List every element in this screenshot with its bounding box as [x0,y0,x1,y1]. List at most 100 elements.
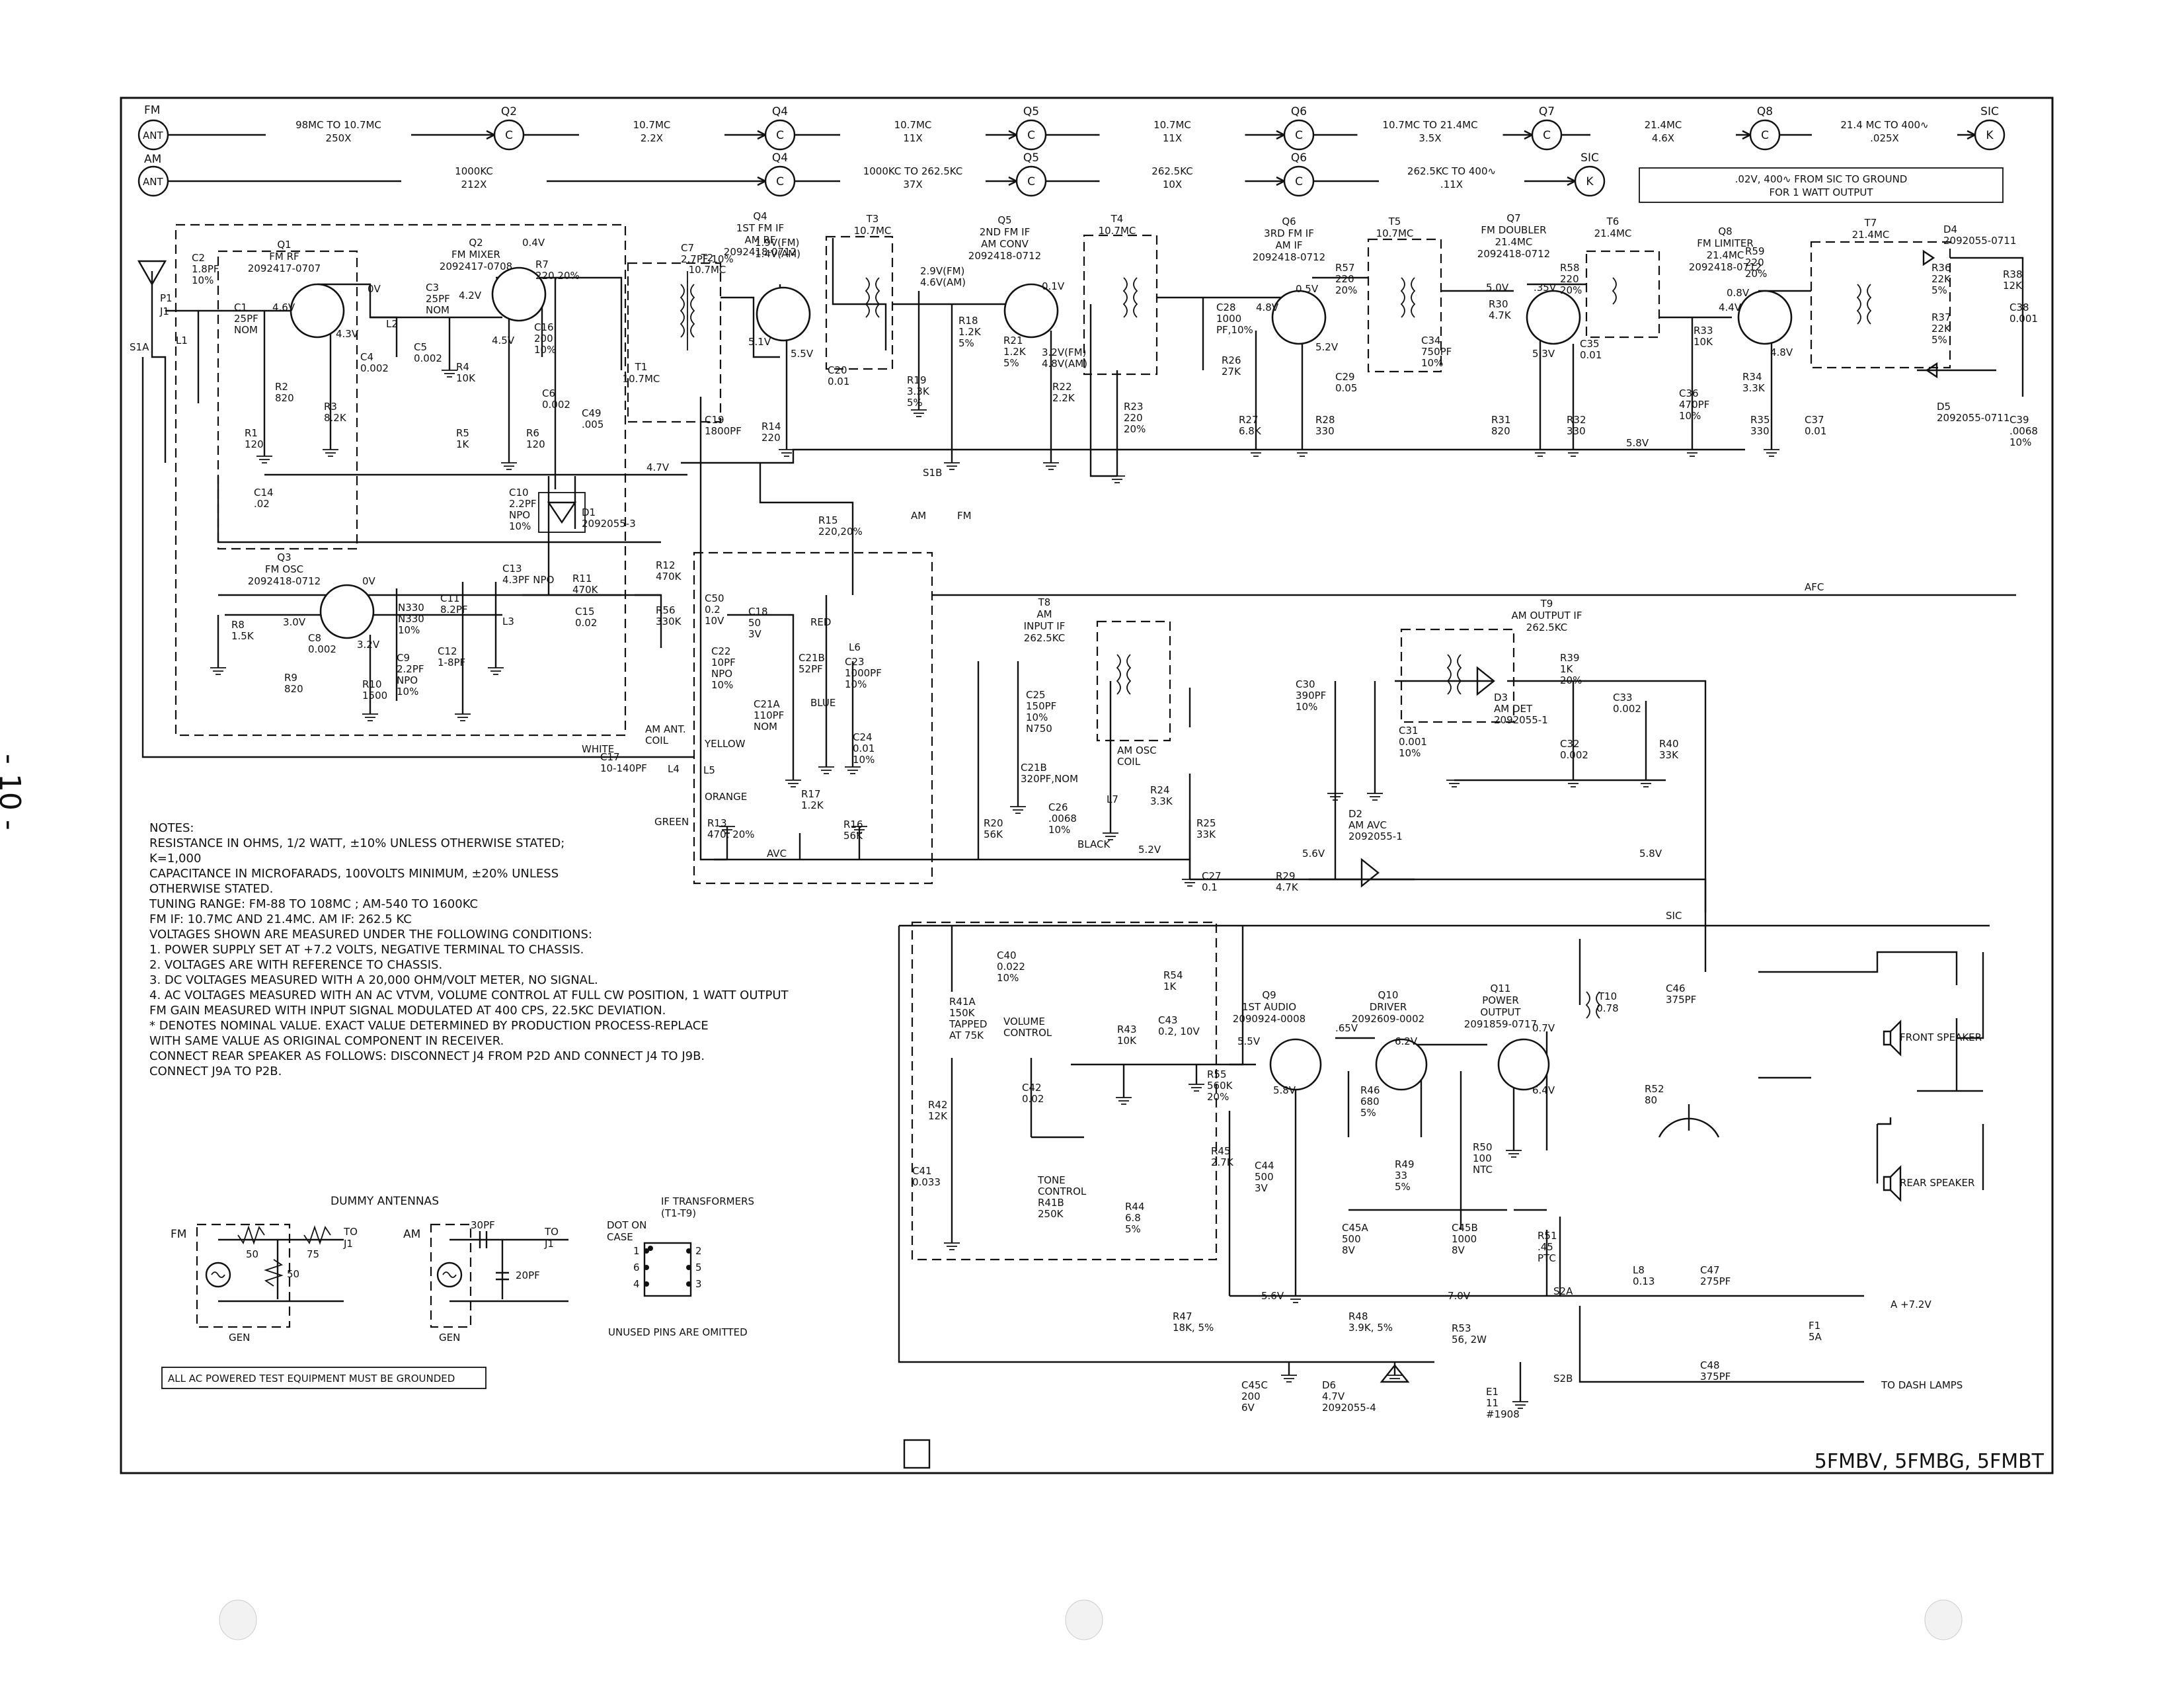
t5-can [1367,238,1442,373]
if-pin-right: 2 [695,1245,702,1257]
stage-name: Q6 [1291,151,1307,165]
if-pin-left: 6 [633,1262,640,1273]
ground-icon [323,449,338,457]
audio-rear: REAR SPEAKER [1900,1177,1974,1189]
voltage-q11-c: 0.7V [1532,1022,1555,1034]
transistor-symbols [290,266,1793,1091]
stage-node-letter: C [1027,129,1035,142]
stage-name: Q8 [1757,105,1773,118]
q7-symbol [1526,290,1581,345]
stage-name: SIC [1580,151,1599,165]
note-line: K=1,000 [149,852,201,865]
ground-icon [501,462,517,470]
page-number: - 10 - [0,754,26,830]
note-line: VOLTAGES SHOWN ARE MEASURED UNDER THE FO… [149,928,592,942]
dummy-antennas: DUMMY ANTENNAS FM 50 75 50 GEN AM 30PF 2… [171,1195,568,1344]
dummy-antennas-title: DUMMY ANTENNAS [331,1195,439,1208]
q1-symbol [290,283,345,339]
d2-diode-symbol [1360,858,1380,888]
voltage-q1-c: 0V [368,283,381,295]
wire-blue: BLUE [810,697,836,709]
wiring [137,238,2024,1402]
wire-am: AM [911,510,926,522]
voltage-q2-b: 4.2V [459,290,482,301]
note-line: * DENOTES NOMINAL VALUE. EXACT VALUE DET… [149,1019,709,1033]
audio-plus72: A +7.2V [1891,1299,1931,1310]
stage-name: Q2 [501,105,517,118]
am-dummy-c1: 30PF [471,1219,495,1231]
q10-symbol [1375,1038,1428,1091]
audio-s2a: S2A [1553,1285,1573,1297]
fm-dummy-r1: 50 [246,1248,258,1260]
wire-white: WHITE [582,743,614,755]
stage-name: SIC [1980,105,1999,118]
ground-icon [944,462,960,470]
ground-icon [1288,1295,1304,1303]
am-tuner-enclosure [693,551,933,885]
wire-afc: AFC [1805,581,1824,593]
ground-icon [362,713,378,721]
voltage-q5-b: 2.9V(FM)4.6V(AM) [920,265,966,288]
ground-icon [1109,475,1125,483]
model-number: 5FMBV, 5FMBG, 5FMBT [1814,1450,2045,1473]
warning-box [161,1367,487,1389]
ground-icon [256,456,272,463]
wire-green: GREEN [654,816,689,828]
voltage-v58b: 5.8V [1639,848,1662,860]
stage-node-letter: C [505,129,513,142]
fm-dummy-r2: 75 [307,1248,319,1260]
d6-diode-symbol [1380,1364,1410,1383]
voltage-q2-c: 0.4V [522,237,545,249]
q9-symbol [1269,1038,1322,1091]
ground-icon [818,766,834,774]
voltage-q4-e: 5.1V [748,336,771,348]
fm-tuner-enclosure [175,223,627,737]
audio-front: FRONT SPEAKER [1900,1031,1982,1043]
blank-square [903,1439,931,1469]
voltage-q7-e: 5.3V [1532,348,1555,360]
am-source: AM [144,153,161,166]
